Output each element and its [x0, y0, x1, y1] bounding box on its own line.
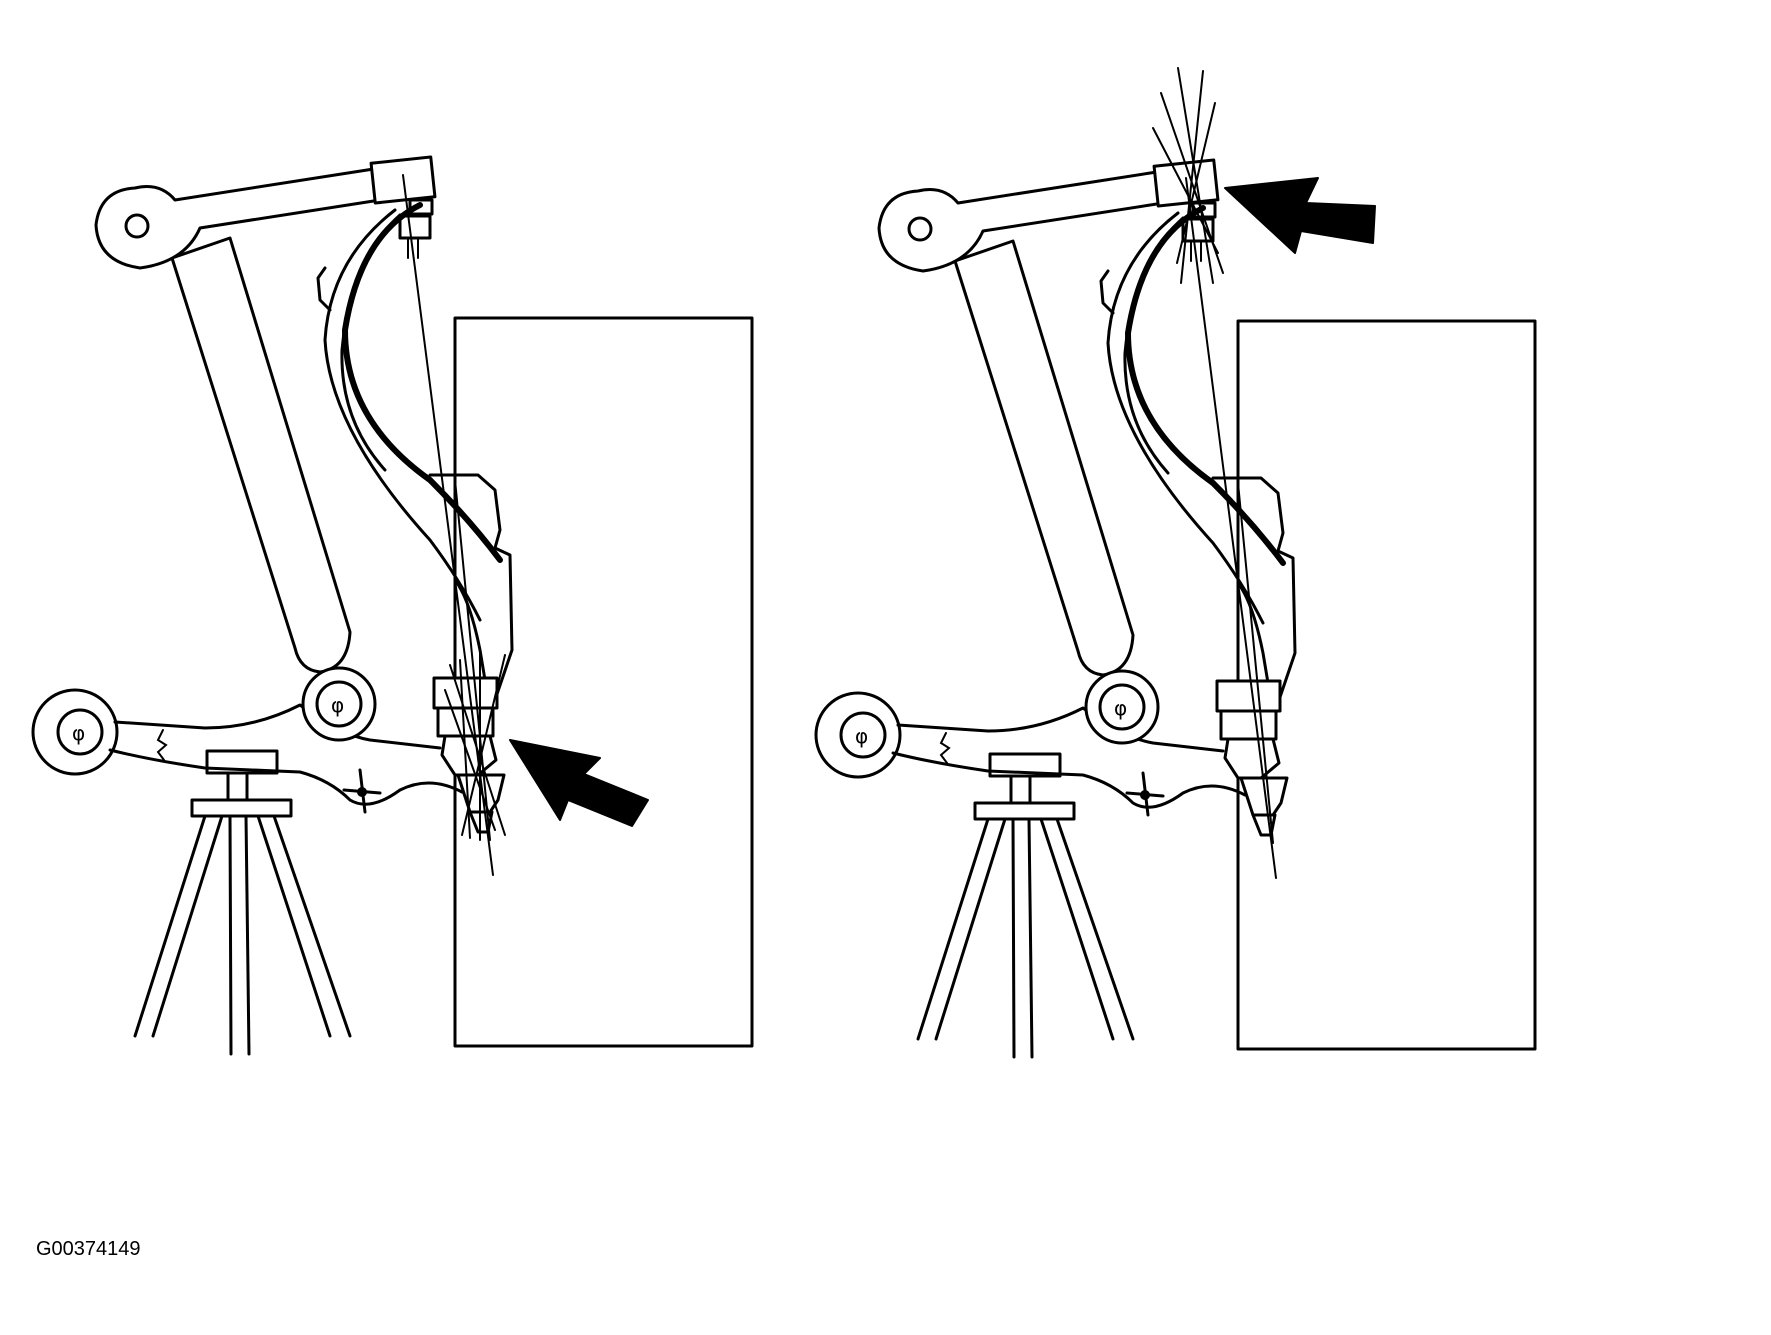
left-view: [33, 157, 752, 1054]
figure-id: G00374149: [36, 1238, 141, 1260]
arrow-icon: [509, 739, 649, 827]
right-view: [816, 67, 1535, 1057]
arrow-icon: [1224, 177, 1376, 254]
upper-joint-convergence-lines: [1152, 67, 1224, 284]
lower-joint-convergence-lines: [444, 649, 506, 841]
